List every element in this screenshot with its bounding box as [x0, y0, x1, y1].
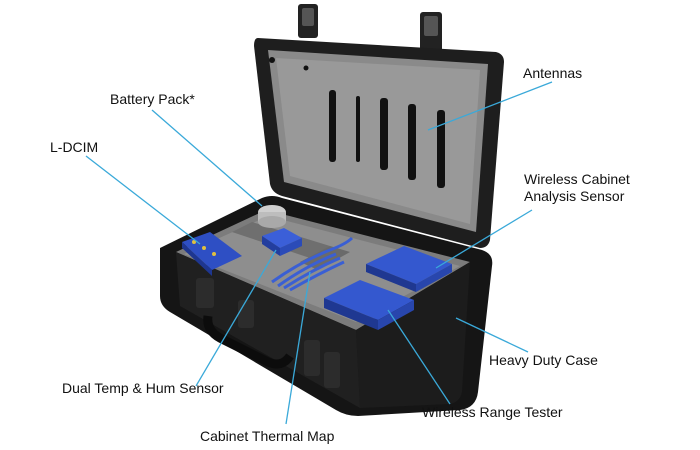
label-wireless-range-tester: Wireless Range Tester — [422, 404, 563, 420]
wireless-range-tester-illustration — [324, 280, 414, 330]
callout-line-antennas — [427, 81, 553, 131]
antennas-illustration — [329, 90, 445, 188]
callout-line-wireless-cabinet-analysis-sensor — [435, 209, 533, 269]
label-cabinet-thermal-map: Cabinet Thermal Map — [200, 428, 335, 444]
callout-line-battery-pack — [151, 109, 263, 207]
label-dual-temp-hum-sensor: Dual Temp & Hum Sensor — [62, 380, 224, 396]
lid-latches — [298, 4, 442, 52]
wireless-cabinet-analysis-sensor-illustration — [366, 246, 452, 292]
label-battery-pack: Battery Pack* — [110, 91, 195, 107]
callout-line-l-dcim — [85, 155, 201, 245]
label-antennas: Antennas — [523, 65, 583, 81]
callout-line-cabinet-thermal-map — [285, 271, 311, 425]
label-wireless-cabinet-analysis-sensor: Wireless Cabinet Analysis Sensor — [524, 171, 630, 204]
case-lid — [254, 38, 504, 248]
cabinet-thermal-map-illustration — [271, 236, 354, 292]
label-l-dcim: L-DCIM — [50, 139, 99, 155]
callout-line-wireless-range-tester — [387, 309, 451, 405]
callout-line-dual-temp-hum-sensor — [195, 249, 277, 387]
battery-pack-illustration — [258, 205, 286, 228]
label-heavy-duty-case: Heavy Duty Case — [489, 352, 598, 368]
callout-line-heavy-duty-case — [455, 317, 529, 353]
callout-lines — [85, 81, 553, 425]
